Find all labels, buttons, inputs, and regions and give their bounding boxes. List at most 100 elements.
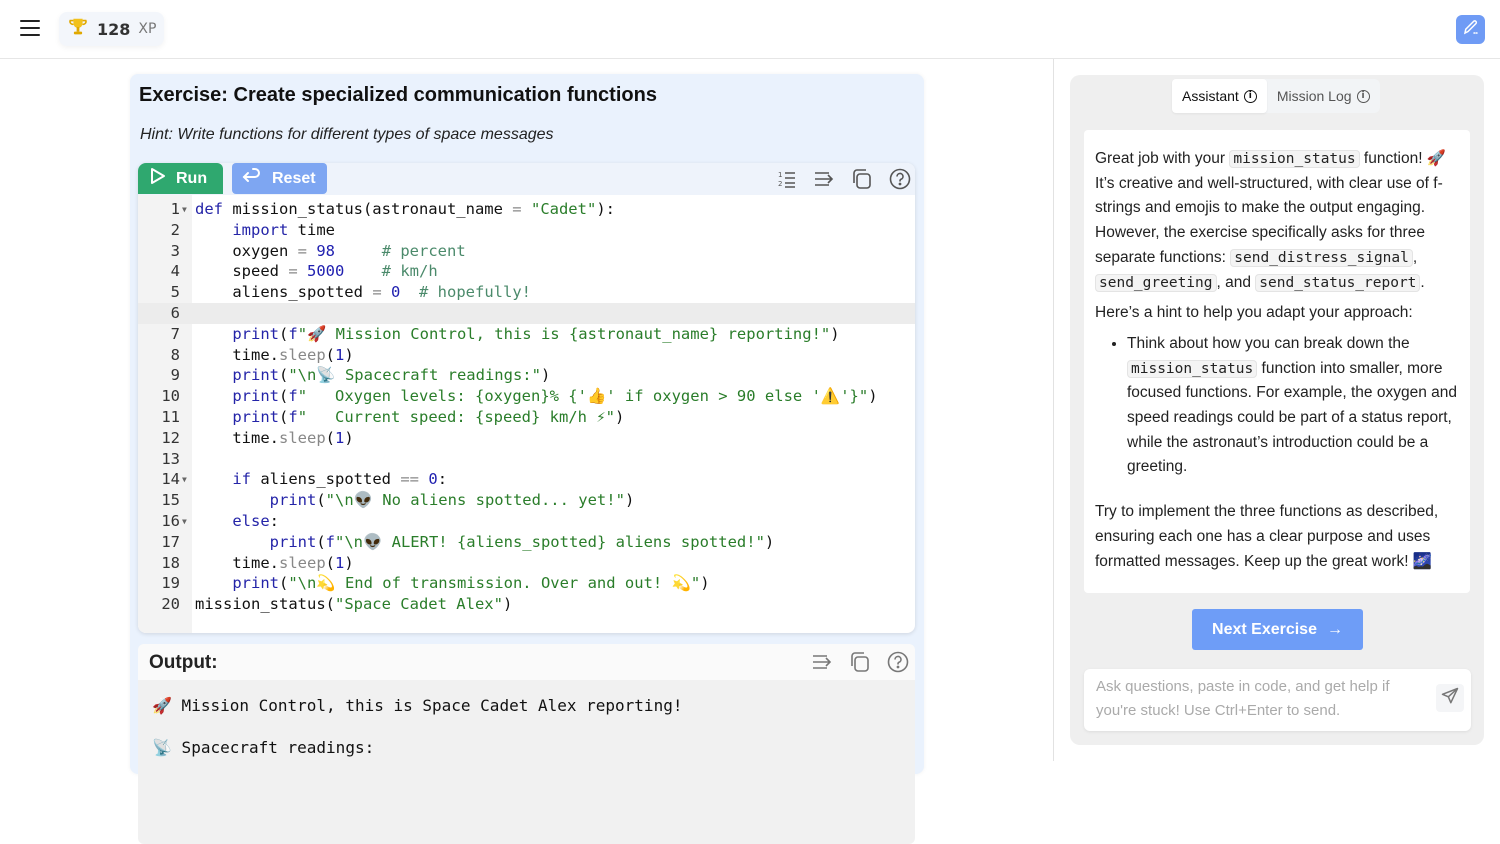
edit-button[interactable] <box>1456 15 1485 44</box>
code-text: oxygen = 98 # percent <box>195 241 466 260</box>
exercise-title: Exercise: Create specialized communicati… <box>139 84 657 106</box>
line-number: 8 <box>170 345 180 364</box>
inline-code: send_status_report <box>1255 273 1421 292</box>
code-text: if aliens_spotted == 0: <box>232 470 448 489</box>
code-text: print("\n💫 End of transmission. Over and… <box>232 574 710 593</box>
line-number: 18 <box>161 553 180 572</box>
line-number: 12 <box>161 428 180 447</box>
xp-unit: XP <box>138 21 157 37</box>
line-number: 5 <box>170 283 180 302</box>
code-line[interactable]: 10 print(f" Oxygen levels: {oxygen}% {'👍… <box>138 386 915 407</box>
code-line[interactable]: 2 import time <box>138 220 915 241</box>
line-number: 10 <box>161 387 180 406</box>
tab-assistant-label: Assistant <box>1182 88 1239 104</box>
trophy-icon <box>67 16 89 43</box>
line-number: 1 <box>170 200 180 218</box>
line-number: 6 <box>170 304 180 322</box>
line-number: 19 <box>161 574 180 593</box>
line-number: 3 <box>170 241 180 260</box>
code-line[interactable]: 5 aliens_spotted = 0 # hopefully! <box>138 282 915 303</box>
line-number: 20 <box>161 595 180 614</box>
code-line[interactable]: 3 oxygen = 98 # percent <box>138 241 915 262</box>
code-text: time.sleep(1) <box>195 553 354 572</box>
code-line[interactable]: 16▼ else: <box>138 511 915 532</box>
code-text: print(f"🚀 Mission Control, this is {astr… <box>232 324 840 343</box>
code-text: print(f" Current speed: {speed} km/h ⚡") <box>232 408 625 426</box>
hamburger-menu-icon[interactable] <box>20 20 40 36</box>
inline-code: mission_status <box>1229 150 1360 168</box>
copy-icon[interactable] <box>850 167 874 191</box>
code-text: print(f" Oxygen levels: {oxygen}% {'👍' i… <box>232 387 878 406</box>
undo-icon <box>242 168 262 189</box>
code-text: print("\n👽 No aliens spotted... yet!") <box>269 491 635 510</box>
code-text: mission_status("Space Cadet Alex") <box>195 595 513 614</box>
line-number: 9 <box>170 366 180 385</box>
line-number: 2 <box>170 220 180 239</box>
assistant-tabs: Assistant i Mission Log i <box>1172 79 1380 113</box>
tab-mission-log[interactable]: Mission Log i <box>1267 79 1380 113</box>
code-line[interactable]: 12 time.sleep(1) <box>138 428 915 449</box>
send-button[interactable] <box>1436 684 1464 712</box>
output-wrap-lines-icon[interactable] <box>810 650 834 674</box>
fold-arrow-icon[interactable]: ▼ <box>182 205 187 214</box>
code-line[interactable]: 15 print("\n👽 No aliens spotted... yet!"… <box>138 490 915 511</box>
output-help-icon[interactable] <box>886 650 910 674</box>
code-line[interactable]: 1▼def mission_status(astronaut_name = "C… <box>138 199 915 220</box>
help-icon[interactable] <box>888 167 912 191</box>
code-line[interactable]: 6 <box>138 303 915 324</box>
code-line[interactable]: 13 <box>138 449 915 470</box>
fold-arrow-icon[interactable]: ▼ <box>182 475 187 485</box>
code-line[interactable]: 14▼ if aliens_spotted == 0: <box>138 469 915 490</box>
code-line[interactable]: 7 print(f"🚀 Mission Control, this is {as… <box>138 324 915 345</box>
code-line[interactable]: 19 print("\n💫 End of transmission. Over … <box>138 573 915 594</box>
run-label: Run <box>176 169 208 187</box>
top-bar: 128 XP <box>0 0 1500 59</box>
output-line: 🚀 Mission Control, this is Space Cadet A… <box>152 696 683 715</box>
code-line[interactable]: 17 print(f"\n👽 ALERT! {aliens_spotted} a… <box>138 532 915 553</box>
panel-divider[interactable] <box>1053 59 1054 761</box>
svg-text:1: 1 <box>778 171 782 179</box>
xp-value: 128 <box>97 19 131 39</box>
tab-assistant[interactable]: Assistant i <box>1172 79 1267 113</box>
code-line[interactable]: 18 time.sleep(1) <box>138 553 915 574</box>
exercise-panel: Exercise: Create specialized communicati… <box>130 74 924 844</box>
inline-code: send_distress_signal <box>1230 248 1413 267</box>
output-header: Output: <box>138 644 915 680</box>
run-button[interactable]: Run <box>138 163 223 194</box>
xp-badge: 128 XP <box>59 12 165 46</box>
next-exercise-button[interactable]: Next Exercise → <box>1192 609 1363 650</box>
output-panel: Output: 🚀 Mission Control, this is Space… <box>138 644 915 844</box>
code-text: time.sleep(1) <box>195 345 354 364</box>
code-line[interactable]: 11 print(f" Current speed: {speed} km/h … <box>138 407 915 428</box>
code-line[interactable]: 9 print("\n📡 Spacecraft readings:") <box>138 365 915 386</box>
info-icon[interactable]: i <box>1356 89 1370 103</box>
line-number: 14 <box>161 470 180 489</box>
tab-mission-log-label: Mission Log <box>1276 88 1352 104</box>
code-line[interactable]: 8 time.sleep(1) <box>138 345 915 366</box>
line-gutter <box>138 195 192 633</box>
next-exercise-label: Next Exercise <box>1212 620 1317 638</box>
edit-pencil-icon <box>1462 18 1480 41</box>
line-number: 16 <box>161 512 180 530</box>
info-icon[interactable]: i <box>1243 89 1257 103</box>
send-icon <box>1440 686 1460 711</box>
code-text: print("\n📡 Spacecraft readings:") <box>232 366 551 385</box>
code-line[interactable]: 4 speed = 5000 # km/h <box>138 261 915 282</box>
line-number: 7 <box>170 324 180 343</box>
inline-code: send_greeting <box>1095 273 1217 292</box>
fold-arrow-icon[interactable]: ▼ <box>182 517 187 526</box>
hint-list-item: Think about how you can break down the m… <box>1127 332 1459 480</box>
play-icon <box>150 167 166 190</box>
code-area[interactable]: 1▼def mission_status(astronaut_name = "C… <box>138 195 915 633</box>
exercise-hint: Hint: Write functions for different type… <box>140 126 554 143</box>
wrap-lines-icon[interactable] <box>812 167 836 191</box>
reset-label: Reset <box>272 169 316 187</box>
chat-input[interactable] <box>1096 675 1426 727</box>
code-text: time.sleep(1) <box>195 428 354 447</box>
code-line[interactable]: 20 mission_status("Space Cadet Alex") <box>138 594 915 615</box>
reset-button[interactable]: Reset <box>232 163 327 194</box>
output-copy-icon[interactable] <box>848 650 872 674</box>
arrow-right-icon: → <box>1326 620 1343 638</box>
